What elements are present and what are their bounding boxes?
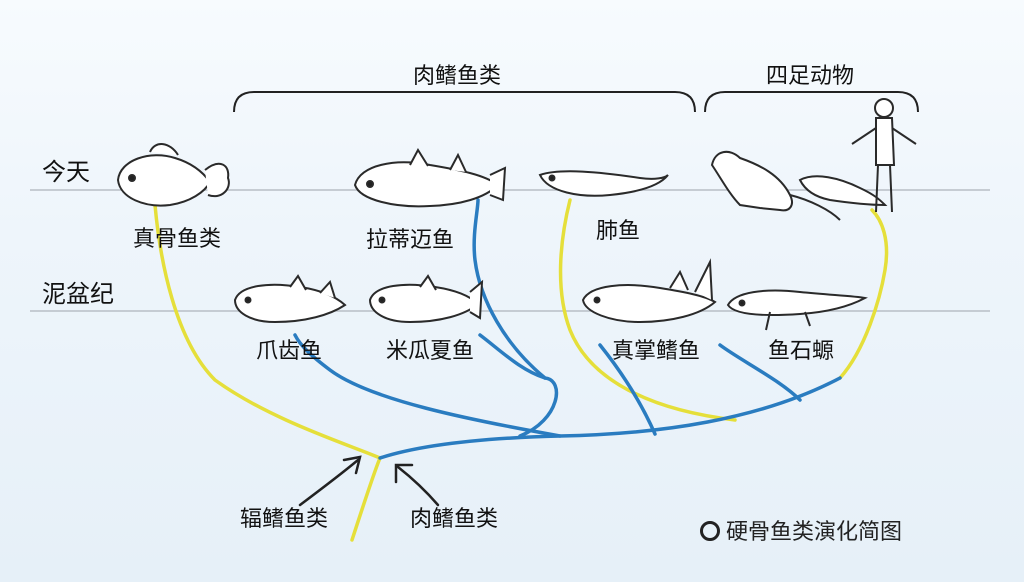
lizard-icon [798, 175, 888, 207]
time-label-devonian: 泥盆纪 [42, 280, 114, 308]
branch-onychodus [293, 333, 562, 438]
branch-sarco-trunk [378, 376, 842, 460]
human-icon [851, 98, 917, 213]
time-label-today: 今天 [42, 158, 90, 186]
branch-tetrapod [838, 208, 889, 380]
kangaroo-icon [710, 150, 841, 221]
branch-eusthenopteron [598, 343, 657, 436]
taxon-label-eusthenopteron: 真掌鳍鱼 [612, 339, 701, 364]
tetrapods-brace [704, 91, 919, 113]
group-label-tetrapods: 四足动物 [766, 64, 855, 89]
branch-miguashaia [478, 333, 547, 380]
goldfish-icon [116, 143, 230, 207]
taxon-label-lungfish: 肺鱼 [596, 219, 641, 244]
branch-teleost [153, 203, 383, 542]
taxon-label-miguashaia: 米瓜夏鱼 [386, 339, 475, 364]
actino-arrow [298, 458, 360, 507]
lungfish-icon [538, 170, 669, 197]
actino-arrowhead [342, 455, 362, 475]
caption-circle-icon [700, 521, 720, 541]
figure-caption: 硬骨鱼类演化简图 [700, 514, 902, 546]
eusthenopteron-icon [581, 258, 717, 324]
taxon-label-ichthyostega: 鱼石螈 [768, 339, 835, 364]
sarco-arrowhead [394, 463, 414, 484]
branch-coelacanth [472, 198, 559, 438]
coelacanth-icon [353, 148, 507, 208]
taxon-label-onychodus: 爪齿鱼 [256, 339, 323, 364]
miguashaia-icon [368, 274, 484, 324]
sarcopterygii-brace [233, 91, 696, 113]
root-label-actinopterygii: 辐鳍鱼类 [240, 507, 329, 532]
onychodus-icon [233, 274, 347, 324]
taxon-label-coelacanth: 拉蒂迈鱼 [366, 228, 455, 253]
branch-ichthyostega [718, 343, 802, 402]
sarco-arrow [396, 465, 440, 507]
caption-text: 硬骨鱼类演化简图 [726, 520, 903, 545]
root-label-sarcopterygii: 肉鳍鱼类 [410, 507, 499, 532]
group-label-sarcopterygii: 肉鳍鱼类 [413, 64, 502, 89]
taxon-label-teleost: 真骨鱼类 [133, 227, 222, 252]
ichthyostega-icon [726, 289, 868, 331]
branch-lungfish [558, 198, 737, 422]
